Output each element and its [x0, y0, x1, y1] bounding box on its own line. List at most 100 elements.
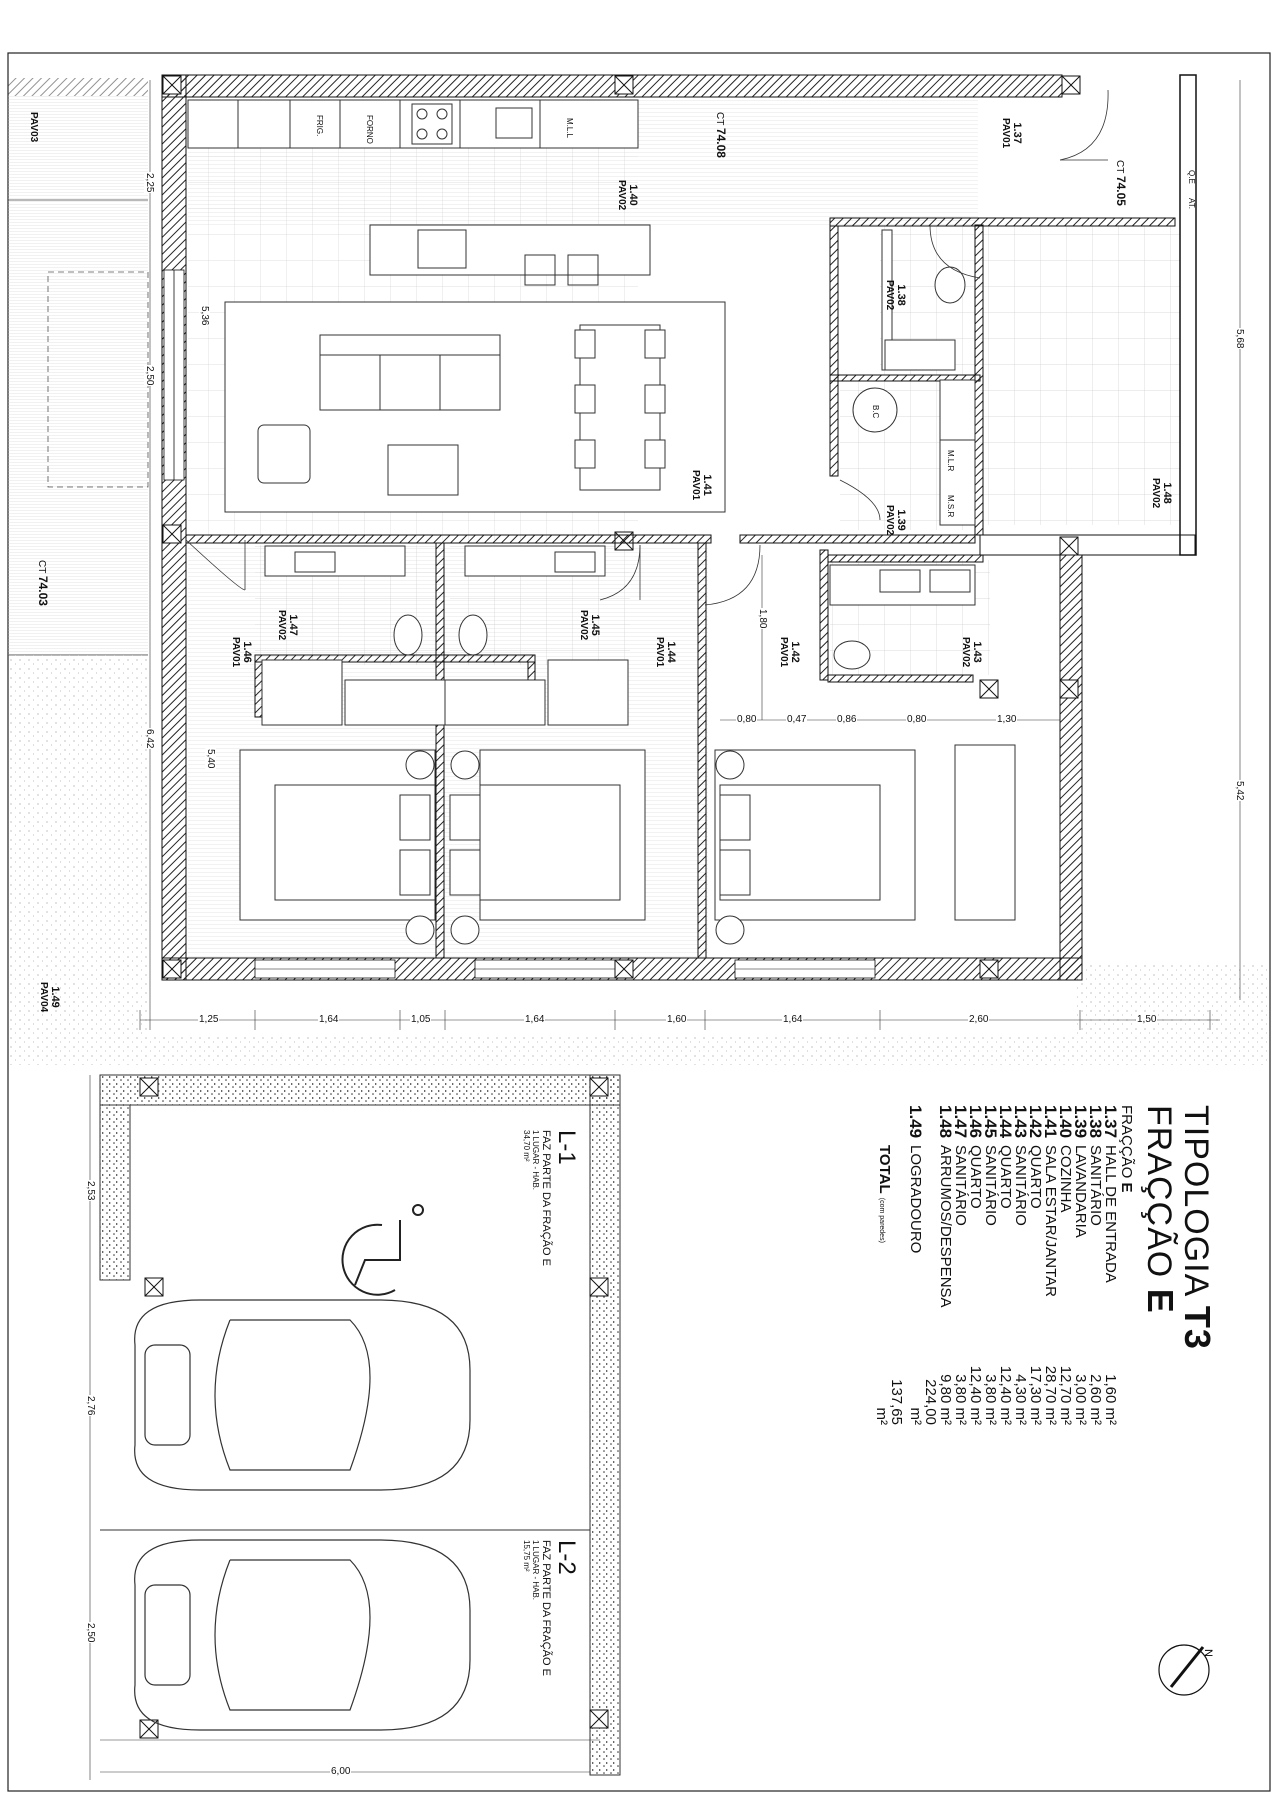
area-code: 1.41	[1041, 1105, 1060, 1139]
fraction-bold: E	[1140, 1288, 1181, 1314]
label-forno: FORNO	[365, 115, 374, 144]
room-pavement: PAV01	[230, 637, 242, 668]
dim-inner-2: 0,47	[786, 714, 808, 725]
room-pavement: PAV02	[578, 610, 590, 641]
area-name: SANITÁRIO	[952, 1145, 969, 1226]
area-code: 1.44	[996, 1105, 1015, 1139]
room-code: 1.38	[895, 284, 907, 306]
dim-inner-1: 0,80	[736, 714, 758, 725]
room-pavement: PAV02	[960, 637, 972, 668]
level-prefix: CT	[714, 112, 725, 128]
label-bc: B.C	[871, 405, 880, 419]
room-label-1-45: 1.45 PAV02	[578, 610, 601, 641]
room-pavement: PAV03	[28, 112, 39, 143]
room-pavement: PAV02	[616, 180, 628, 211]
area-name: QUARTO	[997, 1145, 1014, 1209]
parking-area: 34,70 m²	[522, 1130, 531, 1162]
area-code: 1.38	[1086, 1105, 1105, 1139]
area-value: 28,70 m²	[1042, 1365, 1059, 1425]
room-pavement: PAV01	[1000, 118, 1012, 149]
area-name: COZINHA	[1057, 1145, 1074, 1213]
area-value: 12,40 m²	[997, 1365, 1014, 1425]
parking-l1-label: L-1 FAZ PARTE DA FRAÇÃO E 1 LUGAR - HAB.…	[522, 1130, 580, 1266]
area-code: 1.40	[1056, 1105, 1075, 1139]
title-prefix: TIPOLOGIA	[1177, 1105, 1215, 1306]
room-pavement: PAV02	[884, 280, 896, 311]
area-name: SANITÁRIO	[1012, 1145, 1029, 1226]
level-prefix: CT	[1114, 160, 1125, 176]
dim-6-42: 6,42	[144, 728, 155, 750]
fraction-subtitle: FRAÇÇÃO E	[1118, 1105, 1135, 1665]
level-value: 74.08	[714, 127, 728, 158]
area-code: 1.39	[1071, 1105, 1090, 1139]
dim-bottom-3: 1,05	[410, 1014, 432, 1025]
room-label-1-42: 1.42 PAV01	[778, 637, 801, 668]
room-pavement: PAV02	[884, 505, 896, 536]
area-name: SALA ESTAR/JANTAR	[1042, 1145, 1059, 1297]
area-name: QUARTO	[1027, 1145, 1044, 1209]
room-code: 1.37	[1011, 122, 1023, 144]
area-value: 9,80 m²	[937, 1374, 954, 1425]
area-total-row: TOTAL (com paredes) 137,65 m²	[873, 1105, 908, 1425]
room-code: 1.40	[627, 184, 639, 206]
room-pavement: PAV02	[1150, 478, 1162, 509]
parking-text: FAZ PARTE DA FRAÇÃO E	[540, 1130, 552, 1266]
level-ct-74-05: CT 74.05	[1114, 160, 1128, 206]
area-name: SANITÁRIO	[1087, 1145, 1104, 1226]
total-value: 137,65 m²	[873, 1379, 905, 1425]
room-pavement: PAV04	[38, 982, 50, 1013]
area-name: LAVANDARIA	[1072, 1145, 1089, 1238]
parking-l2-label: L-2 FAZ PARTE DA FRAÇÃO E 1 LUGAR - HAB.…	[522, 1540, 580, 1676]
area-value: 3,80 m²	[982, 1374, 999, 1425]
north-arrow-icon: N	[1158, 1644, 1214, 1696]
dim-bottom-4: 1,64	[524, 1014, 546, 1025]
dim-bottom-6: 1,64	[782, 1014, 804, 1025]
room-label-1-37: 1.37 PAV01	[1000, 118, 1023, 149]
room-label-1-43: 1.43 PAV02	[960, 637, 983, 668]
north-label: N	[1202, 1649, 1214, 1657]
label-mlr: M.L.R	[946, 450, 955, 472]
room-label-1-44: 1.44 PAV01	[654, 637, 677, 667]
area-value: 1,60 m²	[1102, 1374, 1119, 1425]
parking-code: L-1	[553, 1130, 580, 1165]
dim-inner-3: 0,86	[836, 714, 858, 725]
typology-title: TIPOLOGIA T3	[1177, 1105, 1218, 1665]
parking-text: FAZ PARTE DA FRAÇÃO E	[540, 1540, 552, 1676]
area-value: 2,60 m²	[1087, 1374, 1104, 1425]
room-pavement: PAV01	[778, 637, 790, 668]
dim-park-2-50: 2,50	[85, 1622, 96, 1644]
dim-bottom-2: 1,64	[318, 1014, 340, 1025]
room-code: 1.43	[971, 641, 983, 663]
room-code: 1.42	[789, 641, 801, 663]
room-code: 1.41	[701, 474, 713, 496]
dim-inner-5: 1,30	[996, 714, 1018, 725]
parking-code: L-2	[553, 1540, 580, 1575]
label-frig: FRIG.	[315, 115, 324, 137]
fraction-sub-bold: E	[1118, 1182, 1135, 1193]
room-code: 1.45	[589, 614, 601, 636]
area-code: 1.37	[1101, 1105, 1120, 1139]
dim-bottom-1: 1,25	[198, 1014, 220, 1025]
room-pavement: PAV01	[690, 470, 702, 501]
fraction-sub-prefix: FRAÇÇÃO	[1118, 1105, 1135, 1183]
area-code: 1.43	[1011, 1105, 1030, 1139]
room-code: 1.49	[49, 986, 61, 1008]
room-label-1-49: 1.49 PAV04	[38, 982, 61, 1013]
room-code: 1.46	[241, 641, 253, 663]
dim-5-68: 5,68	[1234, 328, 1245, 350]
fraction-prefix: FRAÇÇÃO	[1140, 1105, 1178, 1289]
area-value: 224,00 m²	[907, 1379, 939, 1425]
level-value: 74.03	[36, 575, 50, 606]
